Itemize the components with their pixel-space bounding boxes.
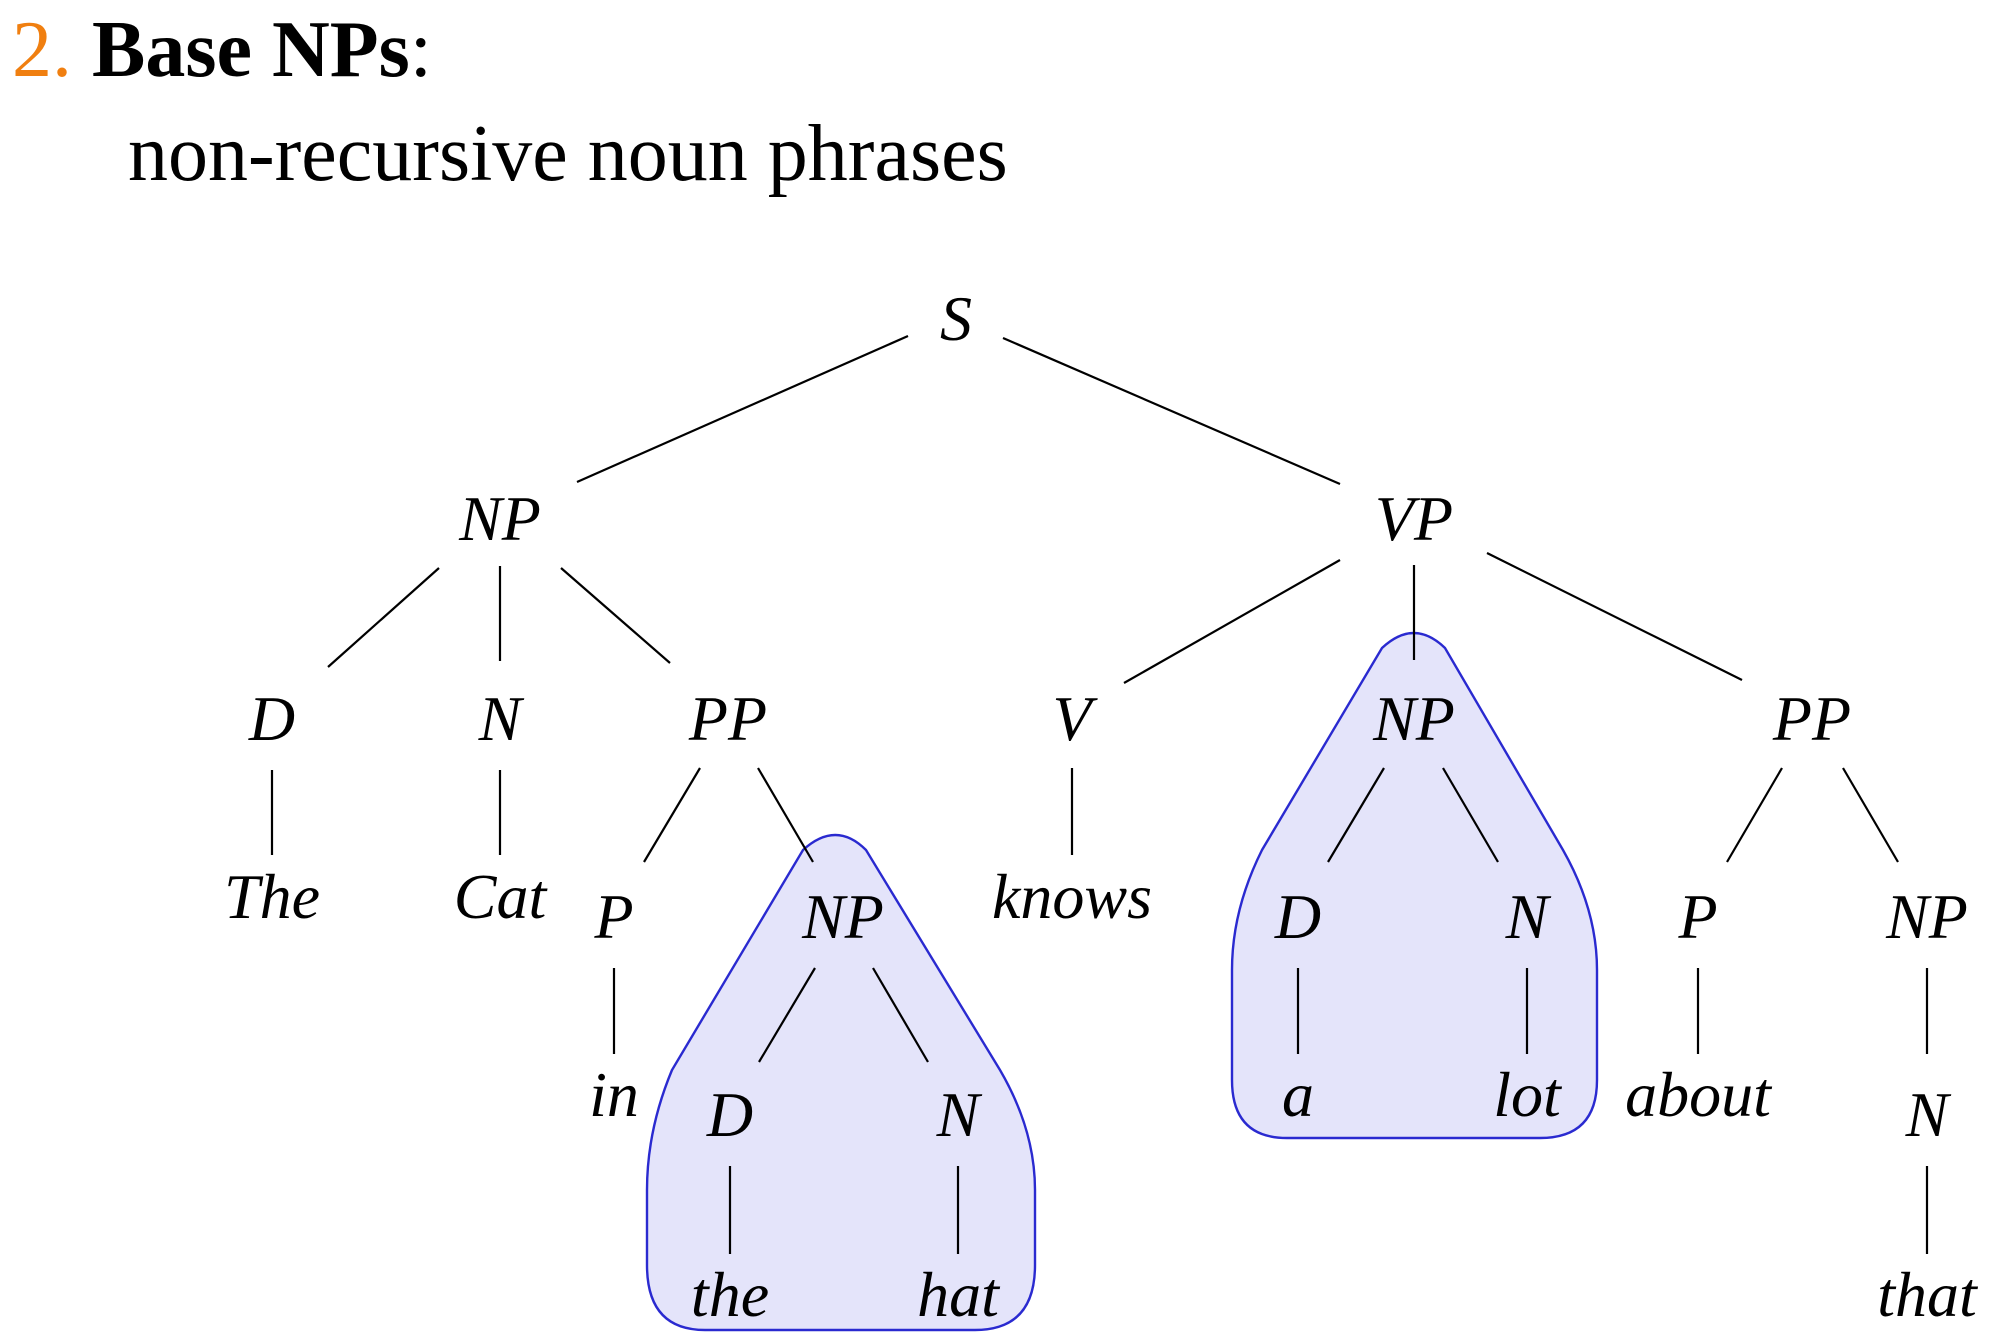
- edge-np-pp: [560, 567, 671, 664]
- word-the: the: [691, 1259, 769, 1330]
- edge-pp-p: [643, 767, 701, 863]
- word-hat: hat: [917, 1259, 1001, 1330]
- slide-heading: 2. Base NPs:: [12, 2, 432, 98]
- edge-np-n-lot: [1442, 767, 1499, 863]
- node-np-4: NP: [1885, 881, 1968, 952]
- node-n-2: N: [1505, 881, 1552, 952]
- word-lot: lot: [1493, 1059, 1563, 1130]
- node-p: P: [593, 881, 633, 952]
- edge-pp-p-about: [1726, 767, 1783, 863]
- node-np-object: NP: [1372, 683, 1455, 754]
- word-in: in: [589, 1059, 639, 1130]
- word-that: that: [1877, 1259, 1979, 1330]
- edge-np-d: [327, 567, 440, 668]
- node-s: S: [940, 283, 972, 354]
- list-number: 2.: [12, 6, 72, 94]
- edge-pp-np-that: [1842, 767, 1899, 863]
- edge-np-n-hat: [872, 967, 929, 1063]
- edge-s-np: [576, 334, 909, 484]
- base-np-highlight-a-lot: [1230, 631, 1599, 1140]
- node-vp: VP: [1375, 483, 1453, 554]
- node-n: N: [478, 683, 525, 754]
- node-pp: PP: [688, 683, 767, 754]
- word-a: a: [1282, 1059, 1314, 1130]
- edge-pp-np: [757, 767, 814, 863]
- node-d-2: D: [1274, 881, 1321, 952]
- node-n-4: N: [1905, 1079, 1952, 1150]
- base-np-highlight-the-hat: [645, 833, 1037, 1332]
- edge-s-vp: [1002, 336, 1341, 486]
- node-p-2: P: [1677, 881, 1717, 952]
- word-cat: Cat: [454, 861, 549, 932]
- node-np-base: NP: [801, 881, 884, 952]
- node-d-3: D: [706, 1079, 753, 1150]
- node-pp-2: PP: [1772, 683, 1851, 754]
- tree-edges: [270, 334, 1929, 1254]
- node-v: V: [1052, 683, 1098, 754]
- edge-vp-pp: [1486, 552, 1743, 681]
- word-the-capital: The: [224, 861, 320, 932]
- tree-labels: S NP VP D N PP V NP PP The Cat P NP know…: [224, 283, 1979, 1330]
- node-n-3: N: [936, 1079, 983, 1150]
- node-d: D: [248, 683, 295, 754]
- edge-np-d-the: [758, 967, 816, 1063]
- edge-np-d-a: [1327, 767, 1385, 863]
- slide-subtitle: non-recursive noun phrases: [128, 110, 1008, 198]
- word-about: about: [1625, 1059, 1773, 1130]
- heading-colon: :: [409, 6, 433, 94]
- heading-title: Base NPs: [92, 6, 410, 94]
- edge-vp-v: [1123, 559, 1341, 684]
- node-np-subject: NP: [458, 483, 541, 554]
- word-knows: knows: [992, 861, 1152, 932]
